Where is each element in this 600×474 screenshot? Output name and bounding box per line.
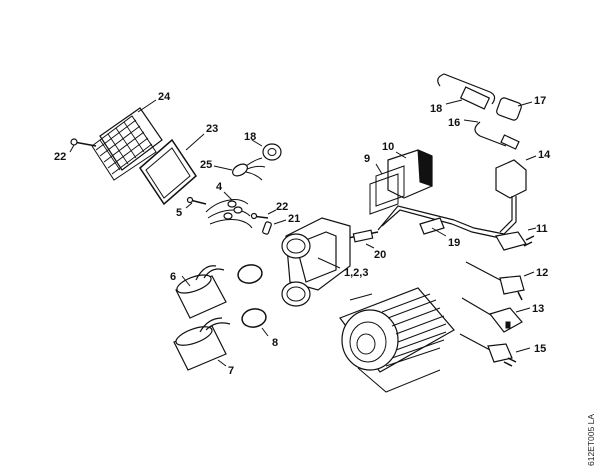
label-19: 19 — [448, 237, 460, 249]
label-14: 14 — [538, 149, 551, 161]
part-16-cable-plug[interactable] — [463, 119, 520, 150]
label-21: 21 — [288, 213, 300, 225]
part-8-ring-lower[interactable] — [241, 307, 269, 337]
label-6: 6 — [170, 271, 176, 283]
part-19-cable-bracket[interactable] — [377, 205, 455, 237]
label-17: 17 — [534, 95, 546, 107]
label-22-left: 22 — [54, 151, 66, 163]
part-23-gasket[interactable] — [139, 133, 205, 206]
part-24-grille[interactable] — [91, 99, 163, 181]
label-20: 20 — [374, 249, 386, 261]
label-15: 15 — [534, 343, 546, 355]
label-5: 5 — [176, 207, 182, 219]
part-4-wire-set[interactable] — [205, 191, 253, 229]
part-17-socket[interactable] — [496, 97, 533, 121]
label-12: 12 — [536, 267, 548, 279]
label-16: 16 — [448, 117, 460, 129]
label-11: 11 — [536, 223, 548, 235]
label-24: 24 — [158, 91, 171, 103]
part-22-screw-center[interactable] — [250, 209, 277, 220]
part-6-capacitor[interactable] — [175, 265, 227, 319]
label-9: 9 — [364, 153, 370, 165]
part-15-plug[interactable] — [459, 333, 531, 367]
motor-body[interactable] — [339, 287, 455, 393]
part-7-capacitor[interactable] — [173, 317, 231, 371]
part-21-clamp[interactable] — [262, 219, 287, 235]
part-8-ring-upper[interactable] — [237, 263, 264, 285]
part-1-2-3-housing[interactable] — [281, 217, 351, 307]
label-18-cap: 18 — [244, 131, 256, 143]
label-18-plug: 18 — [430, 103, 442, 115]
label-8: 8 — [272, 337, 278, 349]
label-13: 13 — [532, 303, 544, 315]
label-1-2-3: 1,2,3 — [344, 267, 368, 279]
part-11-plug[interactable] — [495, 227, 537, 251]
part-18-plug-adapter[interactable] — [437, 73, 496, 110]
label-4: 4 — [216, 181, 223, 193]
part-9-switch-frame[interactable] — [369, 163, 405, 215]
drawing-code: 612ET005 LA — [586, 414, 596, 466]
part-12-plug[interactable] — [465, 261, 535, 301]
part-18-cap[interactable] — [251, 139, 282, 161]
part-13-plug[interactable] — [461, 297, 531, 333]
label-22-center: 22 — [276, 201, 288, 213]
part-5-screw[interactable] — [185, 196, 207, 209]
label-25: 25 — [200, 159, 212, 171]
part-14-plug[interactable] — [495, 155, 537, 235]
label-7: 7 — [228, 365, 234, 377]
part-22-screw-left[interactable] — [69, 138, 97, 153]
part-25-wire-connector[interactable] — [213, 157, 266, 181]
part-10-switch[interactable] — [387, 149, 433, 199]
label-23: 23 — [206, 123, 218, 135]
label-10: 10 — [382, 141, 394, 153]
